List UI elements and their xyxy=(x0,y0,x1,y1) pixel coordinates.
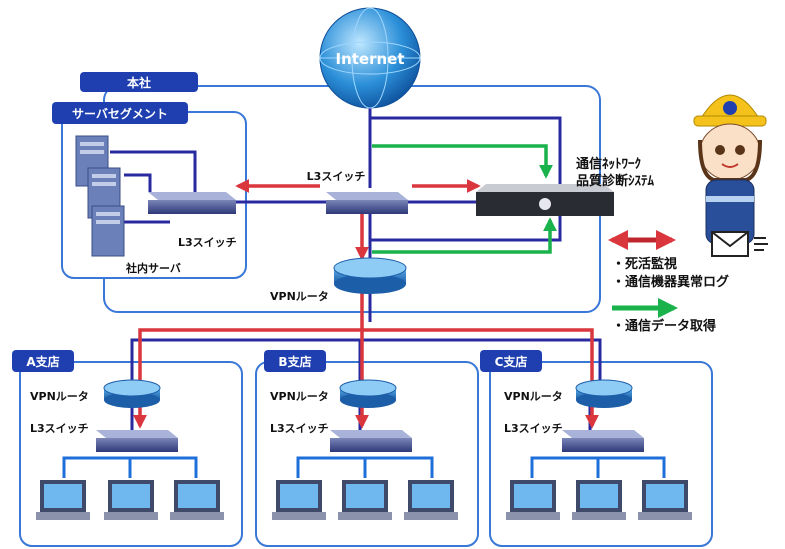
globe-icon xyxy=(319,7,421,109)
mail-icon xyxy=(711,231,768,257)
branch-b-vpn-router-label: VPNルータ xyxy=(270,390,329,403)
branch-b-title: B支店 xyxy=(278,354,311,369)
diagnosis-system-line1: 通信ﾈｯﾄﾜｰｸ xyxy=(576,156,642,172)
laptop-icon xyxy=(272,480,326,520)
appliance-icon xyxy=(476,184,614,216)
laptop-icon xyxy=(572,480,626,520)
branch-lan-lines xyxy=(62,456,666,478)
core-l3-switch-label: L3スイッチ xyxy=(307,170,366,183)
branch-a-vpn-router-label: VPNルータ xyxy=(30,390,89,403)
laptop-icon xyxy=(104,480,158,520)
laptop-icon xyxy=(338,480,392,520)
switch-icon xyxy=(330,430,412,452)
legend-item-3: ・通信データ取得 xyxy=(612,318,716,334)
router-icon xyxy=(103,379,161,408)
switch-icon xyxy=(562,430,644,452)
laptop-icon xyxy=(170,480,224,520)
legend-item-2: ・通信機器異常ログ xyxy=(612,274,729,290)
laptop-icon xyxy=(506,480,560,520)
switch-icon xyxy=(326,192,408,214)
branch-box-b: B支店 xyxy=(255,350,479,547)
branch-a-title: A支店 xyxy=(26,354,59,369)
router-icon xyxy=(575,379,633,408)
server-icon xyxy=(91,205,125,257)
branch-c-l3-switch-label: L3スイッチ xyxy=(504,422,563,435)
branch-c-vpn-router-label: VPNルータ xyxy=(504,390,563,403)
hq-vpn-router-label: VPNルータ xyxy=(270,290,329,303)
switch-icon xyxy=(148,192,236,214)
hq-title: 本社 xyxy=(127,75,151,90)
legend-item-1: ・死活監視 xyxy=(612,256,677,272)
worker-character-icon xyxy=(693,94,767,245)
hq-title-badge: 本社 xyxy=(80,72,198,92)
branch-b-l3-switch-label: L3スイッチ xyxy=(270,422,329,435)
green-arrows xyxy=(372,144,557,254)
server-segment-title: サーバセグメント xyxy=(72,106,168,121)
switch-icon xyxy=(96,430,178,452)
server-l3-switch-label: L3スイッチ xyxy=(178,236,237,249)
laptop-icon xyxy=(36,480,90,520)
internet-label: Internet xyxy=(335,50,404,68)
laptop-icon xyxy=(638,480,692,520)
laptop-icon xyxy=(404,480,458,520)
router-icon xyxy=(333,257,407,294)
branch-a-l3-switch-label: L3スイッチ xyxy=(30,422,89,435)
branch-c-title: C支店 xyxy=(495,354,528,369)
diagnosis-system-line2: 品質診断ｼｽﾃﾑ xyxy=(576,173,655,189)
router-icon xyxy=(339,379,397,408)
internal-server-label: 社内サーバ xyxy=(125,261,181,275)
